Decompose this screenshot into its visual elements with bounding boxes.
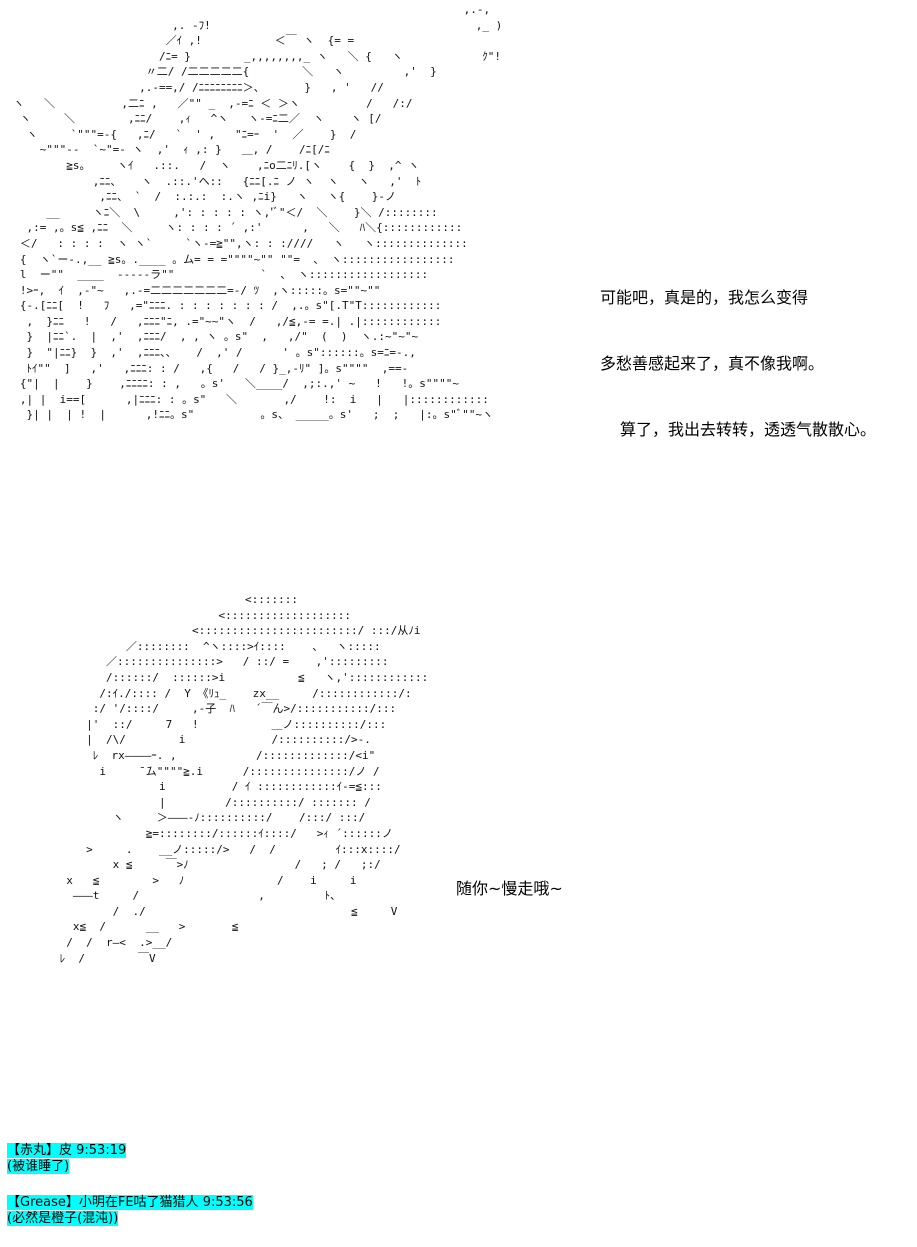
speech-line-3: 算了，我出去转转，透透气散散心。 <box>620 420 877 439</box>
speech-line-2: 多愁善感起来了，真不像我啊。 <box>600 354 825 373</box>
ascii-art-top: ,.-, ,. -ﾌ! ,_ ) ／ｲ ,! ＜￣ ヽ {= = /ﾆ= } _… <box>13 3 503 422</box>
speech-line-1: 可能吧，真是的，我怎么变得 <box>600 288 809 307</box>
comment-header: 【赤丸】皮 9:53:19 <box>7 1143 127 1158</box>
comment-item: 【赤丸】皮 9:53:19 (被谁睡了) <box>7 1143 253 1175</box>
comment-body: (必然是橙子(混沌)) <box>7 1211 119 1226</box>
speech-text-bottom: 随你~慢走哦~ <box>456 879 563 898</box>
comment-list: 【赤丸】皮 9:53:19 (被谁睡了) 【Grease】小明在FE咕了猫猎人 … <box>7 1143 253 1247</box>
comment-body: (被谁睡了) <box>7 1159 70 1174</box>
ascii-art-bottom: <::::::: <::::::::::::::::::: <:::::::::… <box>59 593 429 965</box>
comment-header: 【Grease】小明在FE咕了猫猎人 9:53:56 <box>7 1195 253 1210</box>
speech-text-top: 可能吧，真是的，我怎么变得 多愁善感起来了，真不像我啊。 算了，我出去转转，透透… <box>600 243 876 463</box>
comment-item: 【Grease】小明在FE咕了猫猎人 9:53:56 (必然是橙子(混沌)) <box>7 1195 253 1227</box>
